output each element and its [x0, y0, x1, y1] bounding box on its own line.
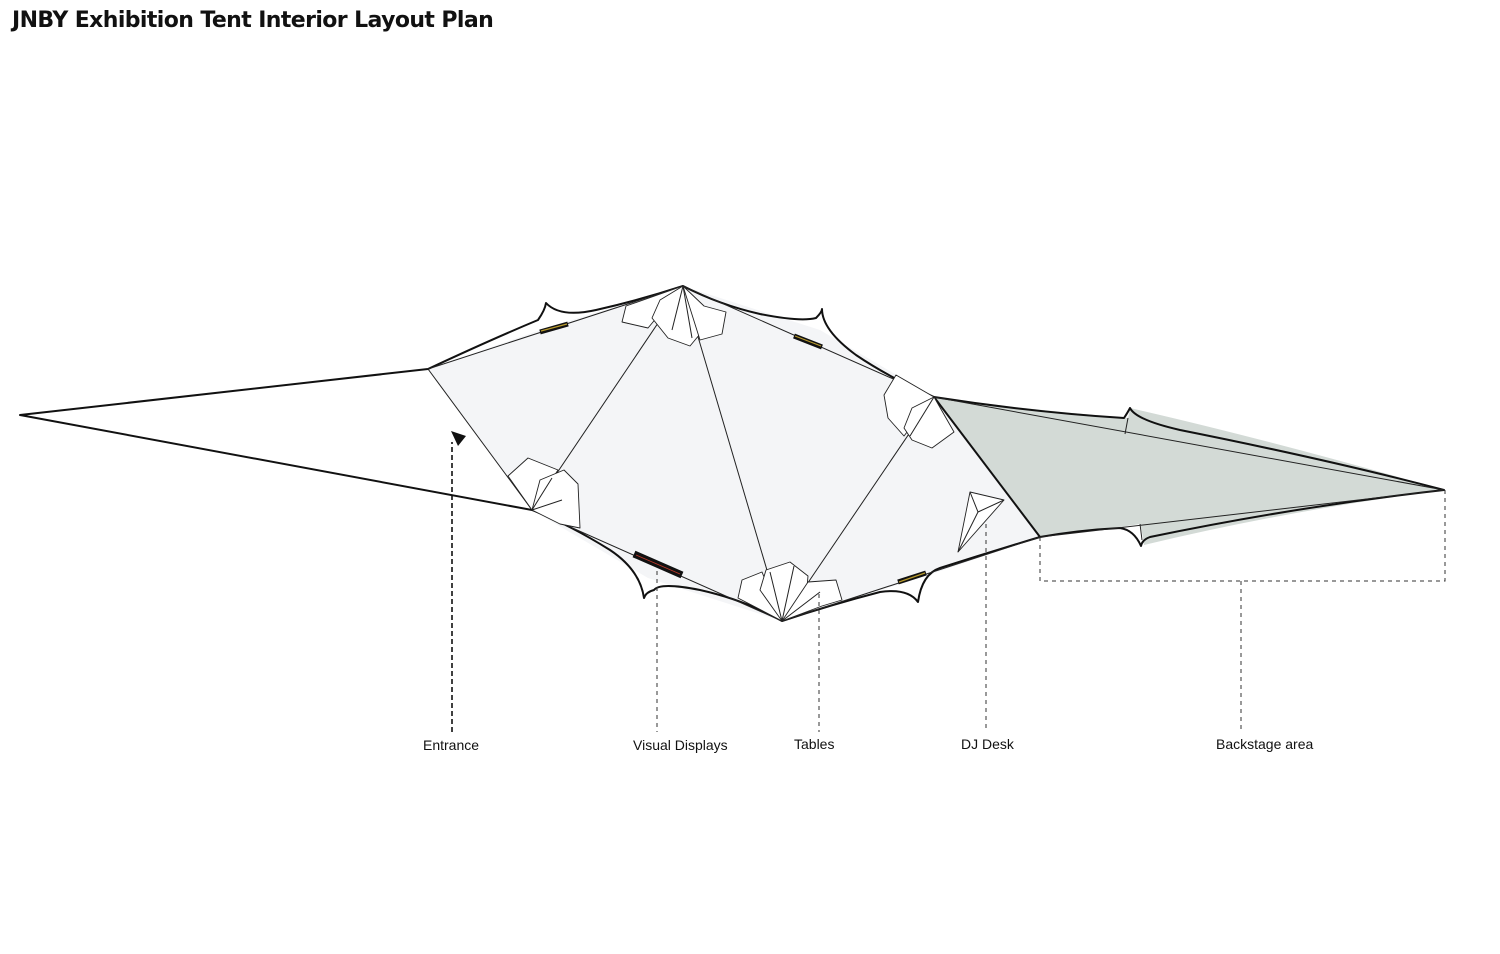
callout-visual-displays: Visual Displays — [633, 737, 728, 753]
table-cluster-right — [883, 374, 955, 449]
tent-interior-area — [428, 286, 1040, 621]
leader-backstage-bracket — [1039, 490, 1446, 732]
entrance-wedge — [20, 369, 532, 510]
visual-display-4 — [897, 570, 927, 585]
page-title: JNBY Exhibition Tent Interior Layout Pla… — [12, 8, 494, 33]
backstage-area — [934, 397, 1444, 545]
callout-backstage-area: Backstage area — [1216, 736, 1313, 752]
table-cluster-left — [507, 457, 581, 529]
entrance-arrow — [451, 431, 466, 732]
visual-display-2 — [793, 333, 823, 350]
callout-dj-desk: DJ Desk — [961, 736, 1015, 752]
dj-desk — [957, 491, 1005, 553]
table-cluster-bottom — [737, 561, 843, 622]
callout-entrance: Entrance — [423, 737, 479, 753]
entrance-arrow-head-icon — [451, 431, 466, 446]
table-cluster-top — [621, 285, 727, 347]
visual-display-3 — [632, 550, 684, 579]
backstage-divider — [933, 396, 1041, 538]
callout-tables: Tables — [794, 736, 834, 752]
visual-display-1 — [539, 321, 569, 335]
backstage-structure-lines — [933, 396, 1445, 541]
